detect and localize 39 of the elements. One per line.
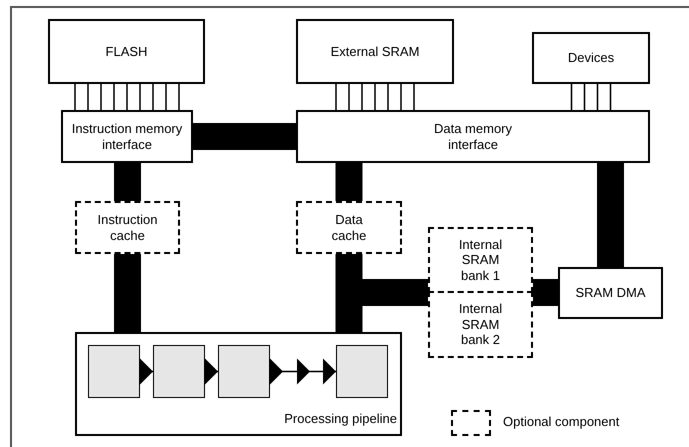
pipeline-stage-box <box>153 345 205 398</box>
bus-connector <box>193 123 296 150</box>
legend-label: Optional component <box>503 414 620 429</box>
node-label: External SRAM <box>330 44 420 60</box>
signal-lines <box>335 83 415 111</box>
node-label: Data memory interface <box>432 120 514 152</box>
interface-box <box>61 110 193 163</box>
signal-lines <box>570 83 612 111</box>
node-label: Internal SRAM bank 2 <box>458 301 504 348</box>
node-label: Internal SRAM bank 1 <box>458 236 504 284</box>
pipeline-stage-box <box>218 345 270 398</box>
signal-lines <box>74 83 180 111</box>
memory-box <box>48 19 205 84</box>
cache-box <box>296 201 402 254</box>
bus-connector <box>114 254 141 332</box>
pipeline-stage-box <box>88 345 140 398</box>
pipeline-stage-box <box>336 345 388 398</box>
arrow <box>205 360 218 384</box>
node-label: FLASH <box>106 44 148 60</box>
arrow <box>140 360 153 384</box>
bus-connector <box>114 163 141 201</box>
memory-box <box>296 19 454 84</box>
memory-bank-box <box>428 227 533 293</box>
bus-connector <box>597 163 624 267</box>
node-label: Instruction memory interface <box>71 120 183 152</box>
node-label: Processing pipeline <box>284 411 397 427</box>
node-label: Data cache <box>330 212 368 244</box>
bus-connector <box>533 279 558 306</box>
node-label: Devices <box>568 50 614 66</box>
node-label: SRAM DMA <box>575 285 646 301</box>
arrow <box>270 358 336 384</box>
interface-box <box>296 110 650 163</box>
bus-connector <box>336 163 362 201</box>
memory-bank-box <box>428 291 533 358</box>
cache-box <box>75 201 180 254</box>
pipeline-box <box>75 332 402 436</box>
node-label: Instruction cache <box>96 212 158 244</box>
dma-box <box>558 267 663 319</box>
device-box <box>532 32 650 84</box>
